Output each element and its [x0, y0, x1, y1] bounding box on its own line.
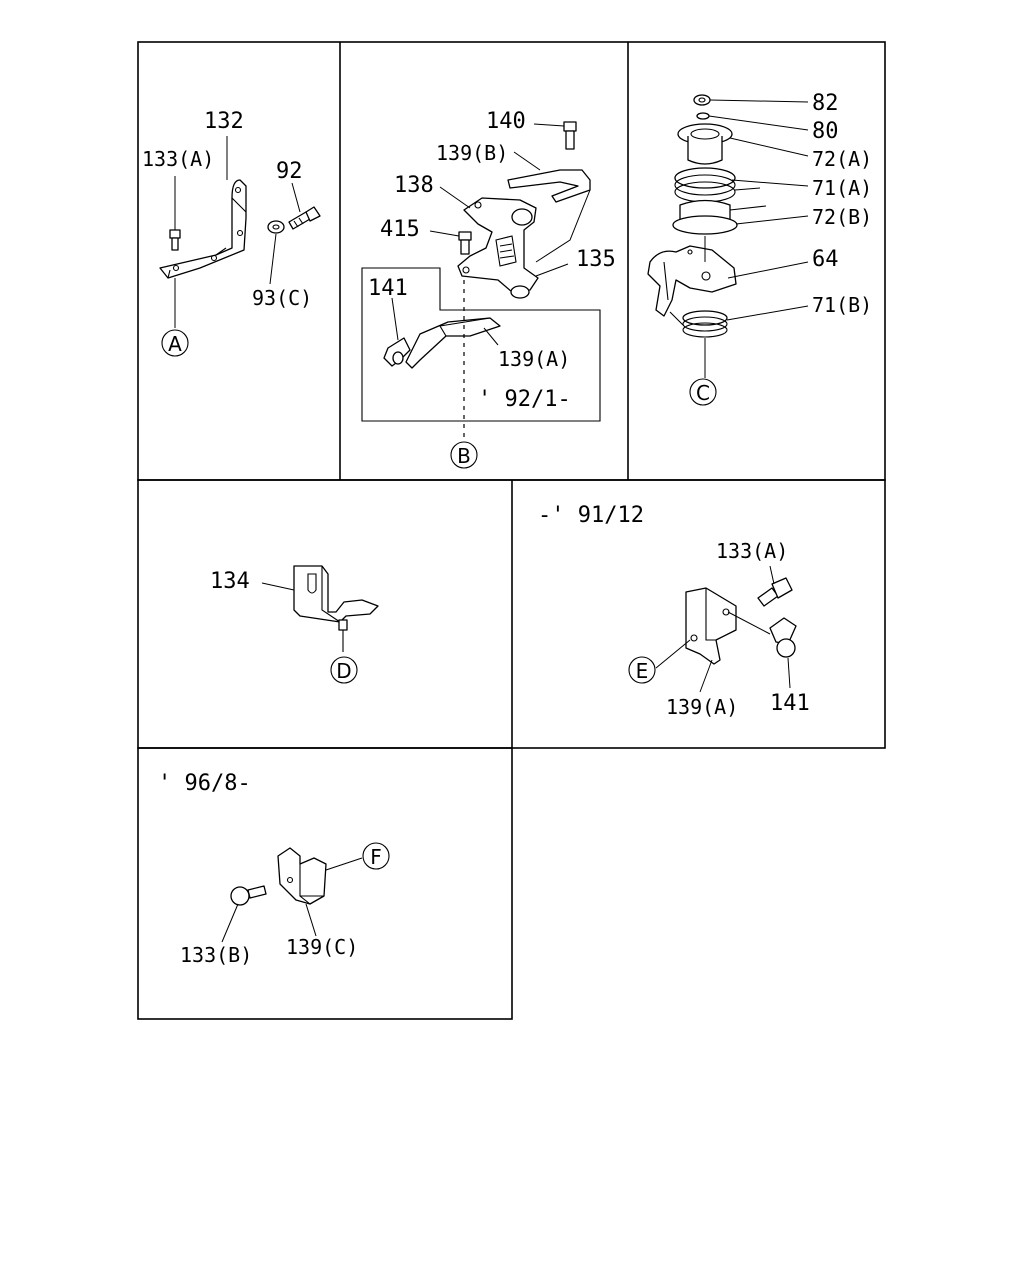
label-80: 80: [812, 119, 839, 144]
ref-a: A: [168, 332, 182, 356]
label-139a-e: 139(A): [666, 695, 738, 719]
label-139a: 139(A): [498, 347, 570, 371]
nut-82: [693, 94, 711, 106]
label-139b: 139(B): [436, 141, 508, 165]
nut-93c: [267, 220, 285, 234]
screw-d: [338, 619, 348, 652]
ref-d: D: [336, 659, 351, 683]
label-138: 138: [394, 173, 434, 198]
label-134: 134: [210, 569, 250, 594]
bolt-133a-e: [757, 577, 793, 607]
label-72a: 72(A): [812, 147, 872, 171]
collar-72b: [672, 199, 767, 235]
bracket-134: [293, 565, 379, 623]
label-415: 415: [380, 217, 420, 242]
label-133a: 133(A): [142, 147, 214, 171]
spring-71b: [669, 310, 728, 338]
washer-80: [696, 112, 710, 120]
bottom-frame: [137, 747, 513, 1020]
ref-c: C: [696, 381, 710, 405]
label-72b: 72(B): [812, 205, 872, 229]
bolt-140: [563, 121, 577, 150]
panel-bracket-d: 134 D: [210, 565, 379, 684]
panel-bracket-f: ' 96/8- 133(B) 139(C) F: [158, 771, 390, 967]
spring-71a: [674, 167, 761, 203]
ref-circle-e: [628, 656, 656, 684]
collar-72a: [677, 123, 733, 165]
ref-circle-c: [689, 378, 717, 406]
ref-circle-a: [161, 329, 189, 357]
panel-bracket-e: -' 91/12 133(A) 139(A) 141 E: [538, 503, 810, 719]
bolt-133a: [169, 229, 181, 251]
panel-spring-stack: 82 80 72(A) 71(A) 72(B) 64 71(B) C: [647, 91, 872, 406]
panel-lever-assembly: 140 139(B) 138 415 135 141 139(A) ' 92/1…: [361, 109, 616, 469]
label-71a: 71(A): [812, 176, 872, 200]
label-140: 140: [486, 109, 526, 134]
ref-circle-b: [450, 441, 478, 469]
label-135: 135: [576, 247, 616, 272]
label-82: 82: [812, 91, 839, 116]
lever-64: [647, 245, 737, 317]
label-141: 141: [368, 276, 408, 301]
ref-f: F: [370, 845, 382, 869]
bracket-139c: [277, 847, 327, 905]
ref-b: B: [457, 444, 471, 468]
label-141-e: 141: [770, 691, 810, 716]
inset-box: [361, 267, 601, 422]
label-133b: 133(B): [180, 943, 252, 967]
ref-circle-f: [362, 842, 390, 870]
panel-e-date: -' 91/12: [538, 503, 644, 528]
label-93c: 93(C): [252, 286, 312, 310]
clip-141: [383, 337, 411, 367]
ref-e: E: [636, 659, 649, 683]
label-139c: 139(C): [286, 935, 358, 959]
label-64: 64: [812, 247, 839, 272]
label-133a-e: 133(A): [716, 539, 788, 563]
stud-92: [288, 206, 321, 230]
bolt-133b: [230, 885, 267, 906]
label-71b: 71(B): [812, 293, 872, 317]
inset-date-label: ' 92/1-: [478, 387, 571, 412]
label-92: 92: [276, 159, 303, 184]
panel-throttle-bracket: 132 133(A) 92 93(C) A: [142, 109, 321, 357]
bracket-139b: [507, 169, 591, 203]
bracket-139a-e: [685, 587, 737, 665]
bracket-132: [159, 179, 247, 279]
ref-circle-d: [330, 656, 358, 684]
label-132: 132: [204, 109, 244, 134]
panel-frames: [137, 41, 886, 1020]
bolt-415: [458, 231, 472, 255]
panel-f-date: ' 96/8-: [158, 771, 251, 796]
clip-141-e: [769, 617, 797, 658]
bracket-139a: [405, 317, 501, 369]
